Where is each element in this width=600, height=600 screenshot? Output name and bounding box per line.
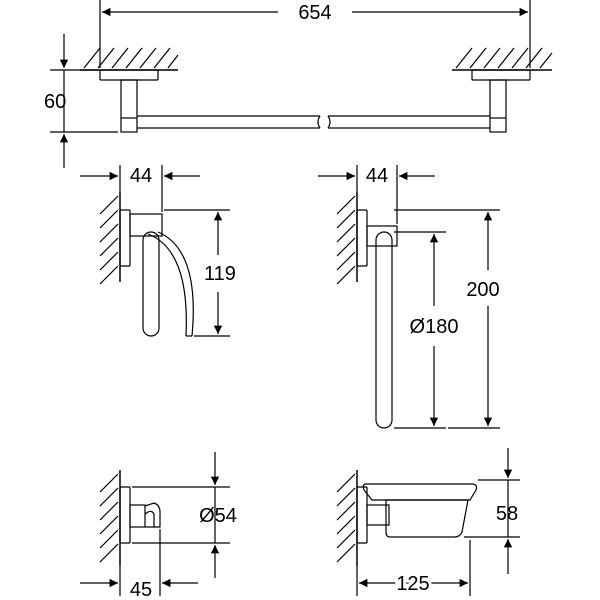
bar-right-bracket — [471, 69, 531, 133]
dim-paper-projection — [80, 165, 200, 212]
dim-ring-height — [394, 209, 500, 429]
dim-hook-projection — [80, 529, 198, 596]
dim-ring-projection — [318, 165, 435, 224]
paper-holder-view — [80, 165, 230, 337]
label-hook-diameter: Ø54 — [199, 505, 237, 527]
wall-hatch-ring — [336, 192, 358, 285]
wall-hatch-paper — [99, 192, 121, 285]
robe-hook-view — [80, 452, 230, 596]
bar-left-bracket — [99, 69, 159, 133]
label-bar-projection: 60 — [44, 91, 66, 113]
label-paper-projection: 44 — [130, 165, 152, 187]
dim-ring-diameter — [394, 231, 446, 429]
dim-soap-height — [464, 448, 520, 574]
wall-hatch-soap — [336, 470, 358, 566]
dim-bar-width — [99, 0, 531, 68]
label-hook-projection: 45 — [130, 579, 152, 600]
label-ring-diameter: Ø180 — [410, 316, 459, 338]
ceiling-hatch-right — [452, 47, 553, 71]
dim-bar-projection — [50, 34, 118, 168]
label-soap-height: 58 — [496, 503, 518, 525]
label-ring-height: 200 — [466, 279, 499, 301]
label-soap-projection: 125 — [396, 573, 429, 595]
dim-soap-projection — [356, 540, 471, 596]
soap-dish-view — [336, 448, 520, 596]
bar-rod — [137, 115, 490, 129]
dim-hook-diameter — [132, 452, 230, 578]
dim-paper-height — [164, 209, 230, 337]
label-bar-width: 654 — [298, 2, 331, 24]
label-ring-projection: 44 — [366, 165, 388, 187]
towel-ring-view — [318, 165, 500, 429]
label-paper-height: 119 — [204, 263, 236, 285]
ceiling-hatch-left — [80, 47, 179, 71]
wall-hatch-hook — [99, 470, 121, 566]
towel-bar-view — [50, 0, 553, 168]
